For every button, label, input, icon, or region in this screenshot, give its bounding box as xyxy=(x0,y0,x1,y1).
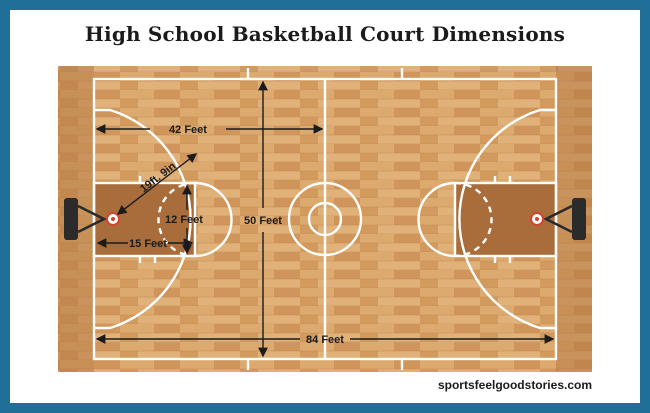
source-credit: sportsfeelgoodstories.com xyxy=(437,378,592,392)
court-lines xyxy=(92,68,558,370)
backboard-icon xyxy=(64,198,107,240)
free-throw-circle-right-dashed xyxy=(454,181,493,258)
label-free-throw-distance: 15 Feet xyxy=(129,238,167,250)
center-circle-inner xyxy=(307,201,343,237)
hoop-icon xyxy=(530,212,544,226)
label-court-width: 50 Feet xyxy=(244,215,282,227)
label-court-length: 84 Feet xyxy=(306,334,344,346)
hoop-icon xyxy=(106,212,120,226)
backboard-icon xyxy=(543,198,586,240)
free-throw-circle-left xyxy=(194,181,233,258)
three-point-arc-left xyxy=(94,108,192,330)
page-title: High School Basketball Court Dimensions xyxy=(84,22,566,46)
center-circle xyxy=(287,181,363,257)
label-lane-width: 12 Feet xyxy=(165,214,203,226)
lane-right-lines xyxy=(453,181,558,258)
free-throw-circle-right xyxy=(417,181,456,258)
dim-radius-arrow xyxy=(116,153,198,215)
label-three-point-width: 42 Feet xyxy=(169,124,207,136)
three-point-arc-right xyxy=(458,108,556,330)
